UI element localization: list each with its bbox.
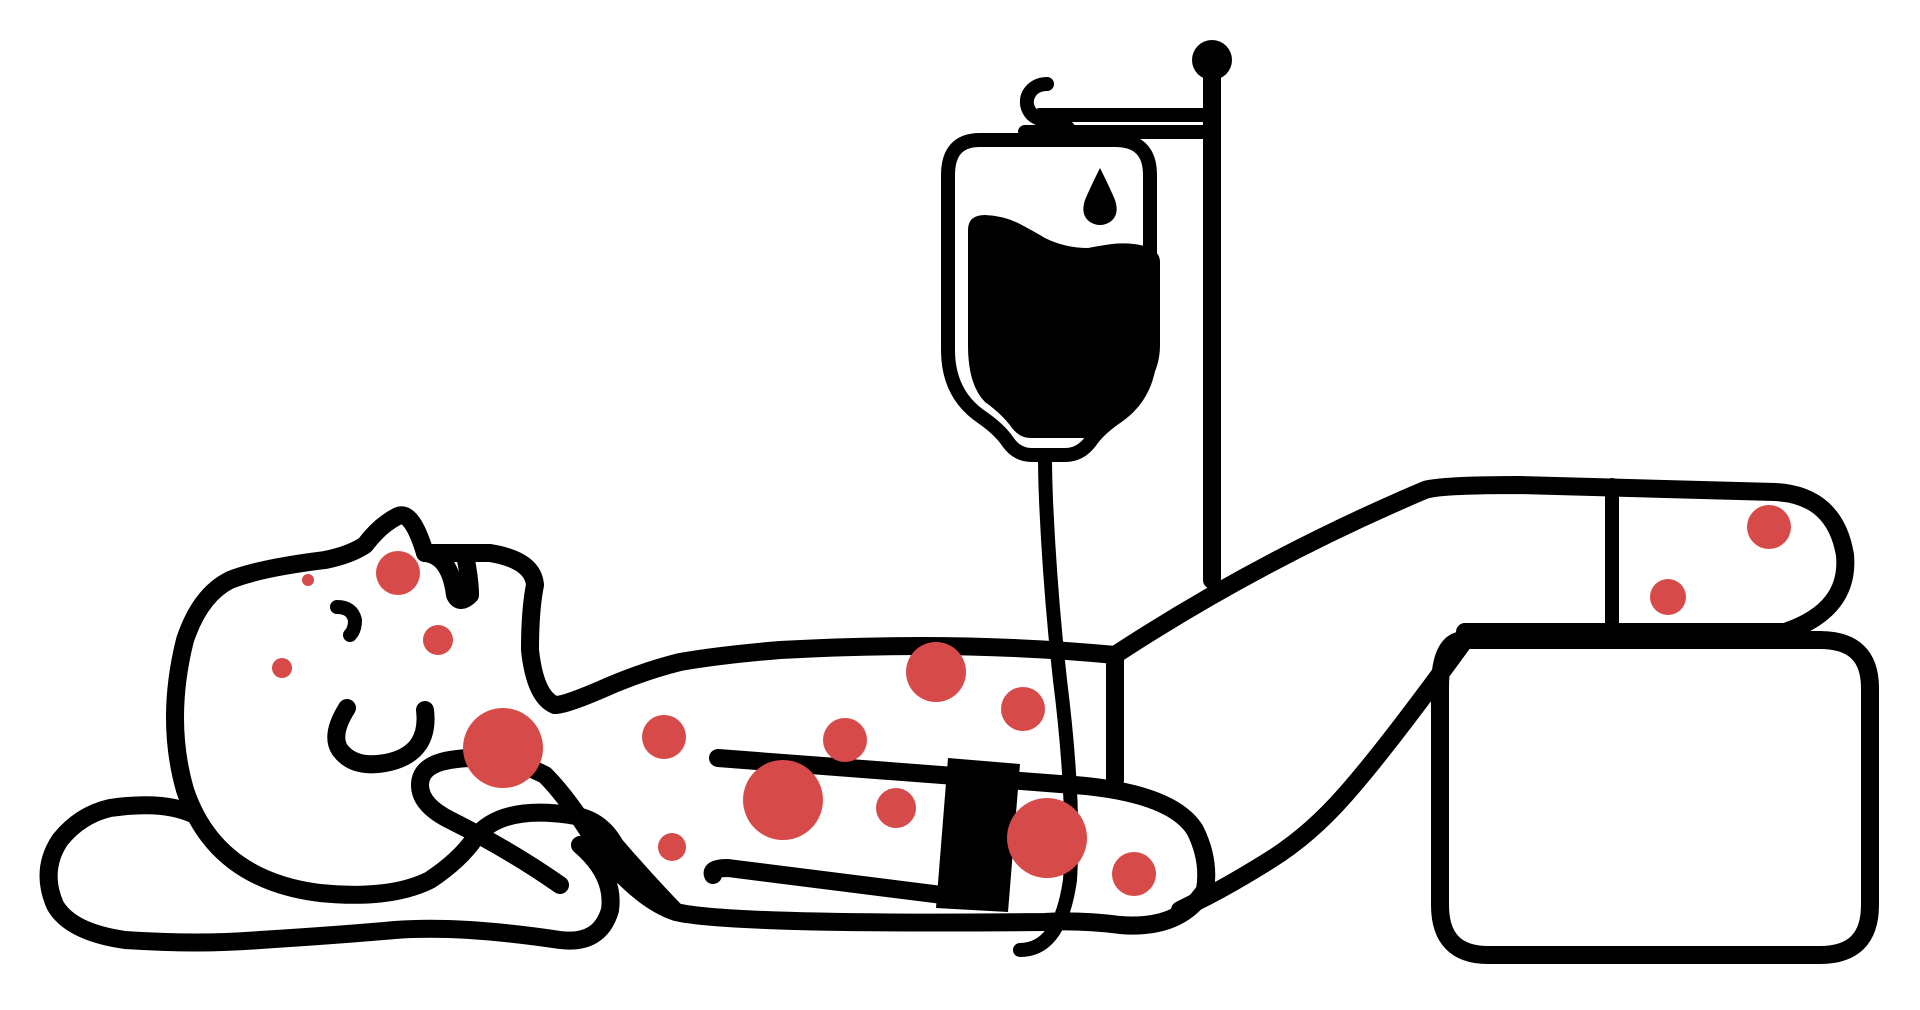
body-spots	[642, 642, 1156, 896]
drop-icon	[1083, 168, 1117, 225]
iv-pole-icon	[1018, 40, 1232, 589]
pillow-spots	[1650, 505, 1791, 615]
bed-icon	[1106, 476, 1879, 964]
patient-head	[39, 506, 685, 952]
iv-bag-icon	[941, 133, 1160, 957]
